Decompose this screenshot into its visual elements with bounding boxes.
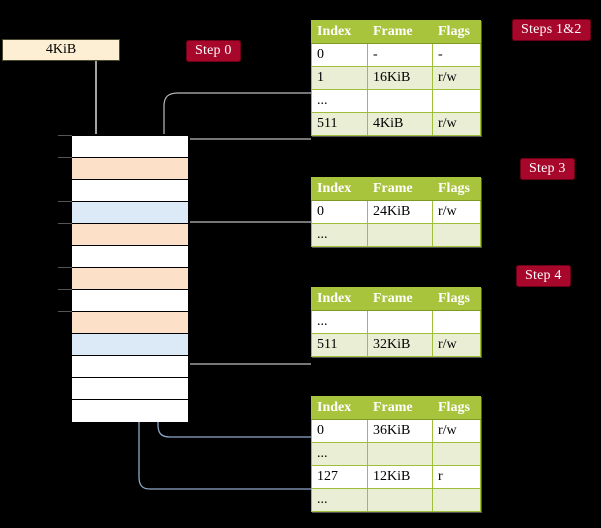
cell-index: ...: [311, 442, 368, 466]
cell-flags: r/w: [432, 200, 481, 224]
memory-frame-row: [72, 202, 188, 224]
memory-frame-row: [72, 290, 188, 312]
table-row[interactable]: ...: [311, 442, 481, 466]
memory-frame-row: [72, 378, 188, 400]
cell-index: ...: [311, 89, 368, 113]
connector-l4-to-memory: [171, 138, 311, 153]
column-header-frame: Frame: [367, 177, 433, 201]
cell-frame: [367, 488, 433, 512]
cell-index: 1: [311, 66, 368, 90]
cell-index: 0: [311, 43, 368, 67]
connector-l3-to-memory: [175, 221, 311, 255]
column-header-flags: Flags: [432, 396, 481, 420]
column-header-frame: Frame: [367, 20, 433, 44]
memory-row-tick: [58, 223, 72, 224]
cell-frame: -: [367, 43, 433, 67]
column-header-flags: Flags: [432, 177, 481, 201]
cell-index: 511: [311, 333, 368, 357]
step-badge-step-0: Step 0: [186, 40, 241, 62]
cell-flags: [432, 89, 481, 113]
cell-flags: r/w: [432, 333, 481, 357]
memory-row-tick: [58, 157, 72, 158]
column-header-index: Index: [311, 20, 368, 44]
table-row[interactable]: 0--: [311, 43, 481, 67]
cell-index: ...: [311, 223, 368, 247]
cell-flags: [432, 310, 481, 334]
cell-frame: 36KiB: [367, 419, 433, 443]
cell-index: 127: [311, 465, 368, 489]
memory-block-label: 4KiB: [45, 42, 77, 57]
memory-frame-row: [72, 400, 188, 422]
cell-flags: [432, 223, 481, 247]
memory-row-tick: [58, 289, 72, 290]
table-row[interactable]: ...: [311, 89, 481, 113]
cell-index: ...: [311, 310, 368, 334]
cell-flags: r: [432, 465, 481, 489]
column-header-flags: Flags: [432, 20, 481, 44]
connector-l2-to-memory: [167, 295, 311, 365]
column-header-frame: Frame: [367, 396, 433, 420]
column-header-index: Index: [311, 287, 368, 311]
cell-flags: -: [432, 43, 481, 67]
step-badge-steps-1-2: Steps 1&2: [512, 19, 591, 41]
memory-frame-row: [72, 312, 188, 334]
cell-frame: [367, 310, 433, 334]
cell-frame: [367, 223, 433, 247]
cell-frame: [367, 89, 433, 113]
column-header-frame: Frame: [367, 287, 433, 311]
memory-frame-row: [72, 158, 188, 180]
memory-row-tick: [58, 267, 72, 268]
cell-frame: 32KiB: [367, 333, 433, 357]
cell-frame: 24KiB: [367, 200, 433, 224]
step-badge-step-3: Step 3: [520, 158, 575, 180]
cell-index: 0: [311, 419, 368, 443]
memory-row-tick: [58, 135, 72, 136]
memory-frame-row: [72, 180, 188, 202]
memory-frame-row: [72, 356, 188, 378]
cell-index: 0: [311, 200, 368, 224]
memory-row-tick: [58, 201, 72, 202]
memory-frame-row: [72, 136, 188, 158]
cell-frame: 16KiB: [367, 66, 433, 90]
cell-frame: 12KiB: [367, 465, 433, 489]
memory-frame-row: [72, 224, 188, 246]
cell-flags: [432, 488, 481, 512]
physical-memory-column: [70, 134, 190, 422]
memory-row-tick: [58, 311, 72, 312]
table-row[interactable]: ...: [311, 488, 481, 512]
cell-index: ...: [311, 488, 368, 512]
column-header-index: Index: [311, 396, 368, 420]
cell-flags: r/w: [432, 66, 481, 90]
memory-frame-row: [72, 246, 188, 268]
memory-frame-row: [72, 268, 188, 290]
cell-index: 511: [311, 112, 368, 136]
cell-frame: 4KiB: [367, 112, 433, 136]
step-badge-step-4: Step 4: [516, 265, 571, 287]
column-header-flags: Flags: [432, 287, 481, 311]
cell-flags: r/w: [432, 112, 481, 136]
memory-frame-row: [72, 334, 188, 356]
table-row[interactable]: ...: [311, 310, 481, 334]
table-row[interactable]: ...: [311, 223, 481, 247]
memory-block-4kib: 4KiB: [2, 39, 120, 61]
cell-frame: [367, 442, 433, 466]
cell-flags: r/w: [432, 419, 481, 443]
column-header-index: Index: [311, 177, 368, 201]
cell-flags: [432, 442, 481, 466]
